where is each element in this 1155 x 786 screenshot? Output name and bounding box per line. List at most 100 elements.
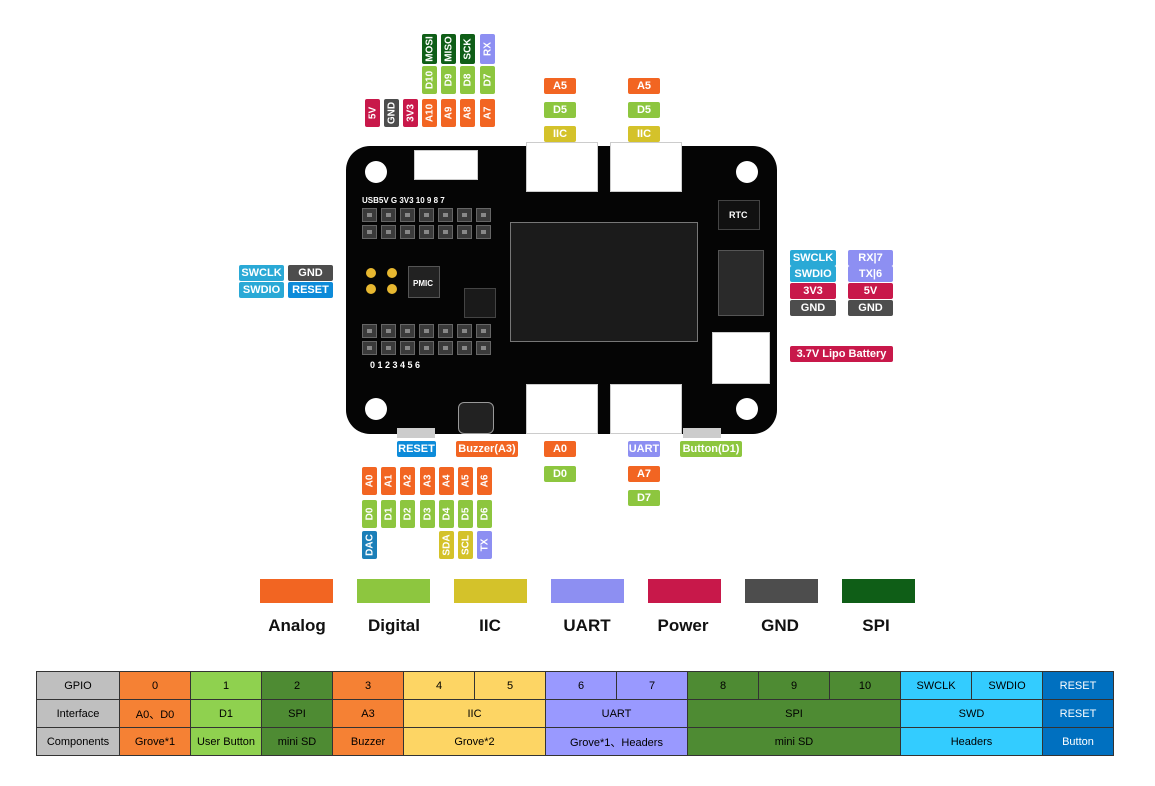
component-cell: Buzzer [332, 727, 404, 756]
top-pin-5v: 5V [365, 99, 380, 127]
component-cell: Grove*2 [403, 727, 546, 756]
battery-label: 3.7V Lipo Battery [790, 346, 893, 362]
legend-swatch-digital [357, 579, 430, 603]
bottom-pin-dac: DAC [362, 531, 377, 559]
legend-swatch-iic [454, 579, 527, 603]
interface-cell: SPI [261, 699, 333, 728]
grove-top-left-a5: A5 [544, 78, 576, 94]
grove-connector-bottom-left[interactable] [526, 384, 598, 434]
top-pin-a10: A10 [422, 99, 437, 127]
component-cell: mini SD [687, 727, 901, 756]
legend-label-power: Power [657, 616, 709, 635]
bottom-pin-a5: A5 [458, 467, 473, 495]
swd-pad [366, 268, 376, 278]
grove-connector-bottom-right[interactable] [610, 384, 682, 434]
interface-cell: SWD [900, 699, 1043, 728]
gpio-cell: 2 [261, 671, 333, 700]
gpio-cell: 5 [474, 671, 546, 700]
top-pin-3v3: 3V3 [403, 99, 418, 127]
right-swclk-label: SWCLK [790, 250, 836, 266]
bottom-header [362, 324, 494, 356]
header-bottom-silk: 0 1 2 3 4 5 6 [370, 360, 421, 370]
legend-label-spi: SPI [862, 616, 890, 635]
top-pin-mosi: MOSI [422, 34, 437, 64]
legend-label-digital: Digital [368, 616, 420, 635]
swd-pad [387, 268, 397, 278]
reset-label: RESET [397, 441, 436, 457]
top-pin-gnd: GND [384, 99, 399, 127]
top-pin-a9: A9 [441, 99, 456, 127]
legend-swatch-gnd [745, 579, 818, 603]
bottom-pin-d0: D0 [362, 500, 377, 528]
right-rx7-label: RX|7 [848, 250, 893, 266]
power-switch[interactable] [414, 150, 478, 180]
gpio-cell: 8 [687, 671, 759, 700]
gpio-cell: 6 [545, 671, 617, 700]
reset-button[interactable] [397, 428, 435, 438]
gpio-cell: SWCLK [900, 671, 972, 700]
bottom-pin-d6: D6 [477, 500, 492, 528]
header-top-silk: USB5V G 3V3 10 9 8 7 [362, 196, 445, 205]
component-cell: User Button [190, 727, 262, 756]
bottom-pin-a1: A1 [381, 467, 396, 495]
display-screen [510, 222, 698, 342]
interface-cell: A3 [332, 699, 404, 728]
right-tx6-label: TX|6 [848, 266, 893, 282]
top-pin-sck: SCK [460, 34, 475, 64]
top-pin-a7: A7 [480, 99, 495, 127]
grove-bottom-left-d0: D0 [544, 466, 576, 482]
interface-cell: D1 [190, 699, 262, 728]
pmic-label: PMIC [413, 279, 433, 288]
legend-swatch-power [648, 579, 721, 603]
legend-swatch-uart [551, 579, 624, 603]
grove-bottom-right-a7: A7 [628, 466, 660, 482]
grove-top-right-a5: A5 [628, 78, 660, 94]
grove-top-left-d5: D5 [544, 102, 576, 118]
bottom-pin-a2: A2 [400, 467, 415, 495]
component-cell: Headers [900, 727, 1043, 756]
interface-cell: RESET [1042, 699, 1114, 728]
grove-connector-top-left[interactable] [526, 142, 598, 192]
bottom-pin-d3: D3 [420, 500, 435, 528]
bottom-pin-tx: TX [477, 531, 492, 559]
left-swclk-label: SWCLK [239, 265, 284, 281]
bottom-pin-d4: D4 [439, 500, 454, 528]
legend-swatch-spi [842, 579, 915, 603]
interface-cell: UART [545, 699, 688, 728]
bottom-pin-a0: A0 [362, 467, 377, 495]
buzzer [458, 402, 494, 434]
mount-hole [365, 161, 387, 183]
top-pin-d9: D9 [441, 66, 456, 94]
board: USB5V G 3V3 10 9 8 7 PMIC 0 1 2 3 4 5 6 … [346, 142, 777, 434]
gpio-table: GPIO 0 1 2 3 4 5 6 7 8 9 10 SWCLK SWDIO … [36, 671, 1114, 756]
top-pin-a8: A8 [460, 99, 475, 127]
legend-label-uart: UART [563, 616, 611, 635]
mount-hole [365, 398, 387, 420]
gpio-cell: 9 [758, 671, 830, 700]
row-header-interface: Interface [36, 699, 120, 728]
gpio-cell: 7 [616, 671, 688, 700]
bottom-pin-sda: SDA [439, 531, 454, 559]
legend-label-analog: Analog [268, 616, 326, 635]
grove-top-left-iic: IIC [544, 126, 576, 142]
grove-bottom-right-d7: D7 [628, 490, 660, 506]
table-row: Interface A0、D0 D1 SPI A3 IIC UART SPI S… [36, 699, 1114, 728]
battery-connector[interactable] [712, 332, 770, 384]
gpio-cell: SWDIO [971, 671, 1043, 700]
bottom-pin-d1: D1 [381, 500, 396, 528]
rtc-chip: RTC [718, 200, 760, 230]
row-header-components: Components [36, 727, 120, 756]
user-button[interactable] [683, 428, 721, 438]
gpio-cell: 10 [829, 671, 901, 700]
right-gnd2-label: GND [848, 300, 893, 316]
top-header [362, 208, 494, 240]
mount-hole [736, 398, 758, 420]
gpio-cell: 4 [403, 671, 475, 700]
gpio-cell: 3 [332, 671, 404, 700]
gpio-cell: 1 [190, 671, 262, 700]
bottom-pin-scl: SCL [458, 531, 473, 559]
interface-cell: A0、D0 [119, 699, 191, 728]
bottom-pin-a3: A3 [420, 467, 435, 495]
grove-top-right-iic: IIC [628, 126, 660, 142]
grove-connector-top-right[interactable] [610, 142, 682, 192]
